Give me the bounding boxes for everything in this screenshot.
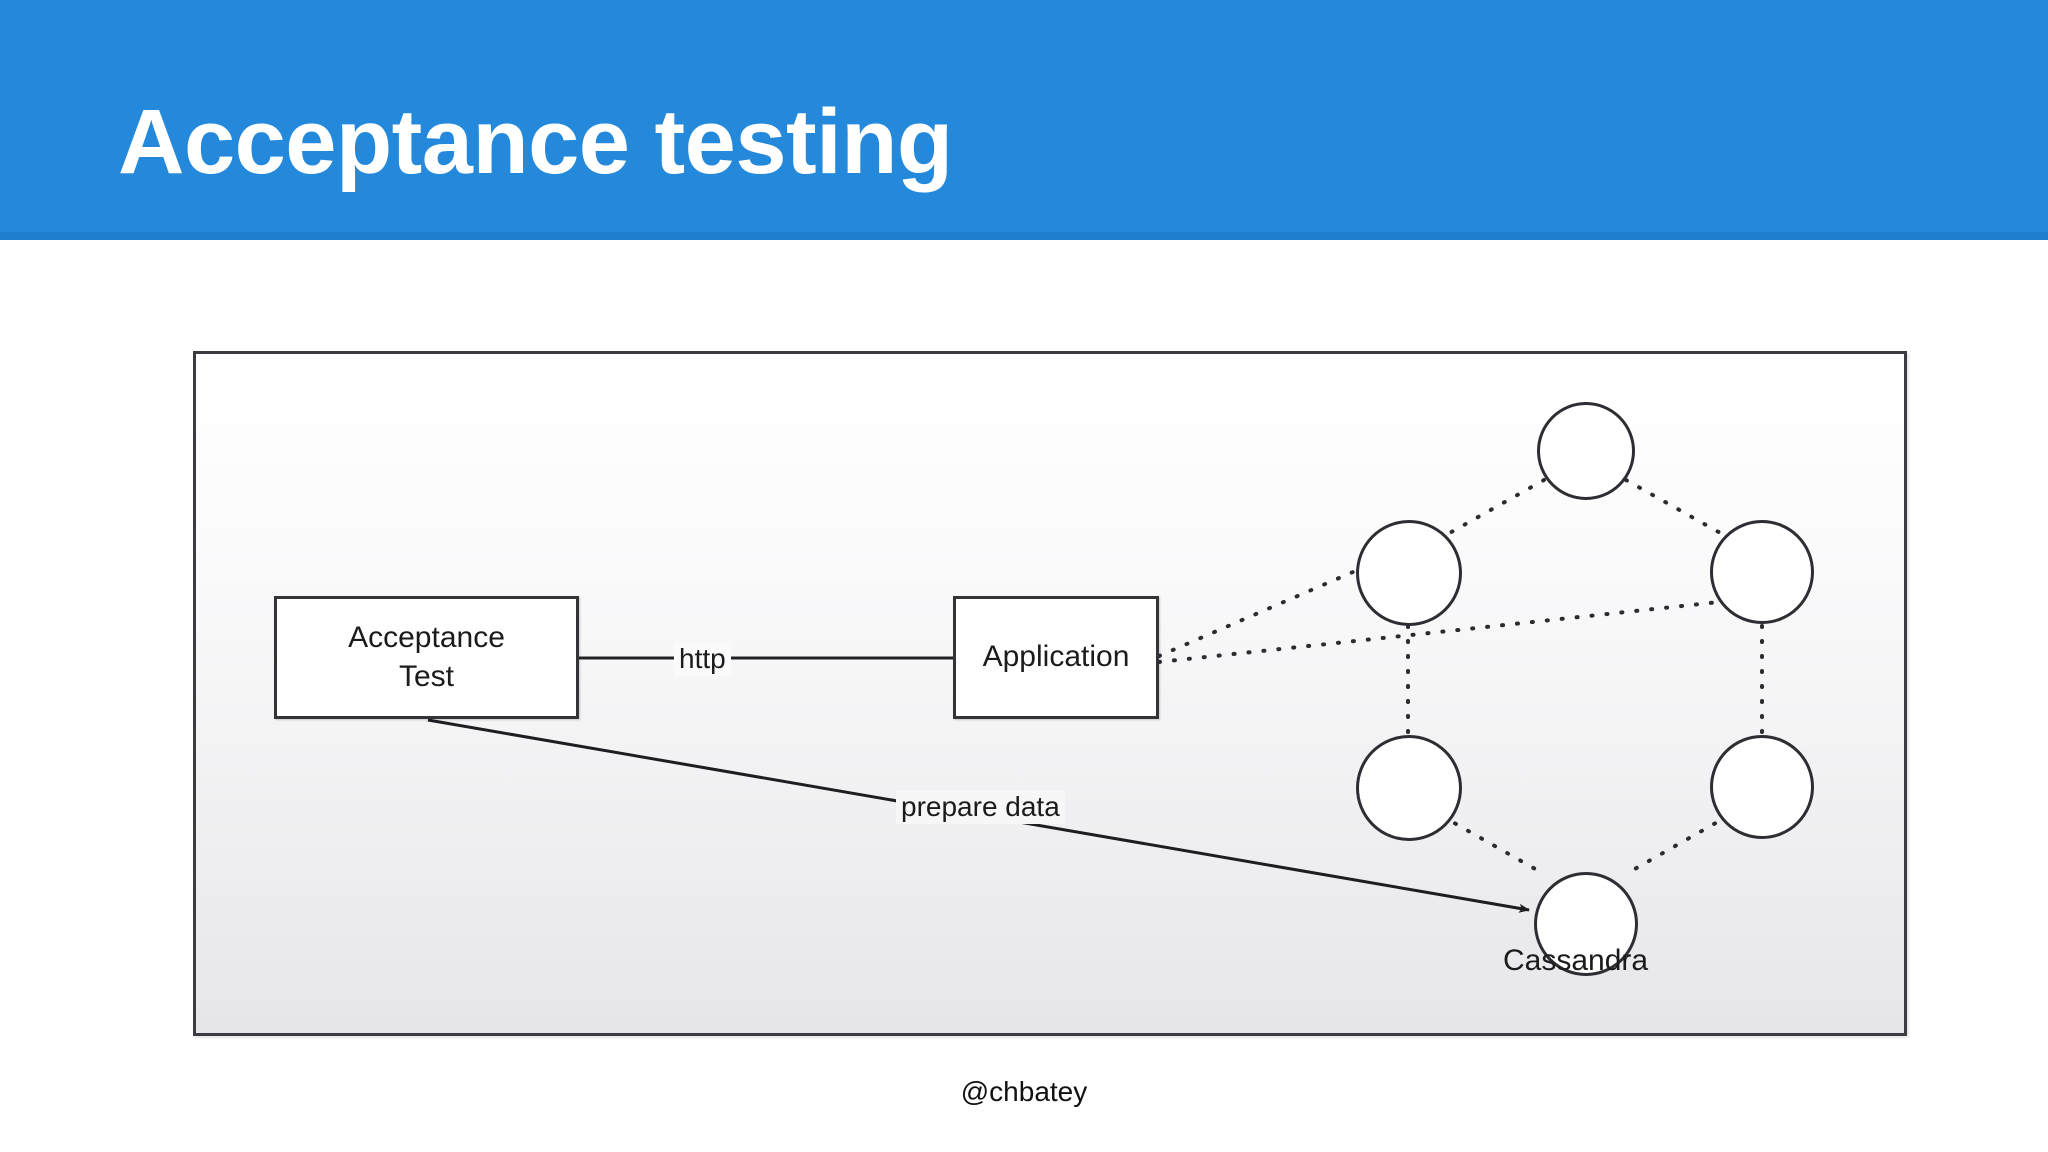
edge-app-ring-lower <box>1157 592 1796 664</box>
footer-handle: @chbatey <box>960 1076 1088 1107</box>
ring-link-lowerleft-bottom <box>1440 814 1546 876</box>
node-acceptance-test[interactable]: Acceptance Test <box>274 596 579 719</box>
cassandra-node-lower-right <box>1710 735 1814 839</box>
ring-link-top-upperright <box>1624 478 1733 541</box>
page-title: Acceptance testing <box>118 91 953 193</box>
edge-app-ring-upper <box>1157 570 1355 658</box>
ring-link-lowerright-bottom <box>1624 814 1730 876</box>
cassandra-node-lower-left <box>1356 735 1462 841</box>
diagram-container: Cassandra Acceptance Test Application ht… <box>193 351 1907 1036</box>
edge-label-prepare-data: prepare data <box>896 790 1065 824</box>
node-application[interactable]: Application <box>953 596 1159 719</box>
cassandra-node-upper-right <box>1710 520 1814 624</box>
ring-link-top-upperleft <box>1437 478 1546 541</box>
cassandra-node-upper-left <box>1356 520 1462 626</box>
cassandra-node-bottom <box>1534 872 1638 976</box>
edge-label-http: http <box>674 642 731 676</box>
slide-header-band: Acceptance testing <box>0 0 2048 240</box>
cluster-label-cassandra: Cassandra <box>1503 944 1649 977</box>
cassandra-node-top <box>1537 402 1635 500</box>
